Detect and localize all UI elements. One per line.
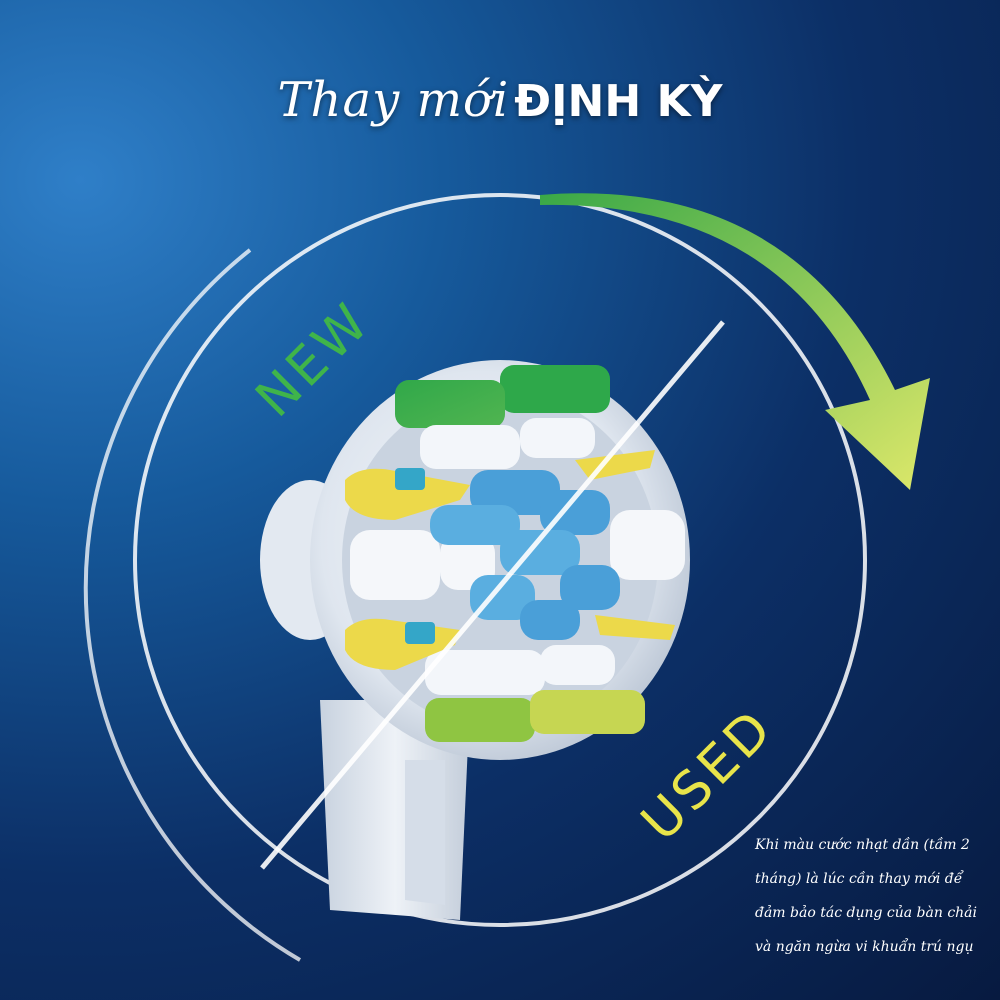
- diagonal-slash: [260, 320, 725, 870]
- bristles-blue: [430, 470, 620, 640]
- headline-script: Thay mới: [277, 72, 510, 128]
- outer-arc: [83, 248, 302, 962]
- note-line: tháng) là lúc cần thay mới để: [755, 871, 963, 887]
- headline-bold: ĐỊNH KỲ: [514, 76, 723, 127]
- headline: Thay mới ĐỊNH KỲ: [0, 72, 1000, 128]
- note-line: Khi màu cước nhạt dần (tầm 2: [755, 837, 970, 853]
- circle-frame: [133, 193, 867, 927]
- note-line: và ngăn ngừa vi khuẩn trú ngụ: [755, 939, 974, 955]
- bristles-white: [350, 418, 685, 695]
- bristles-yellow-bottom: [425, 690, 645, 742]
- note-text: Khi màu cước nhạt dần (tầm 2 tháng) là l…: [755, 828, 995, 964]
- bristles-green-top: [395, 365, 610, 428]
- curved-arrow-icon: [540, 193, 930, 491]
- bristles-yellow: [345, 450, 675, 670]
- note-line: đảm bảo tác dụng của bàn chải: [755, 905, 978, 921]
